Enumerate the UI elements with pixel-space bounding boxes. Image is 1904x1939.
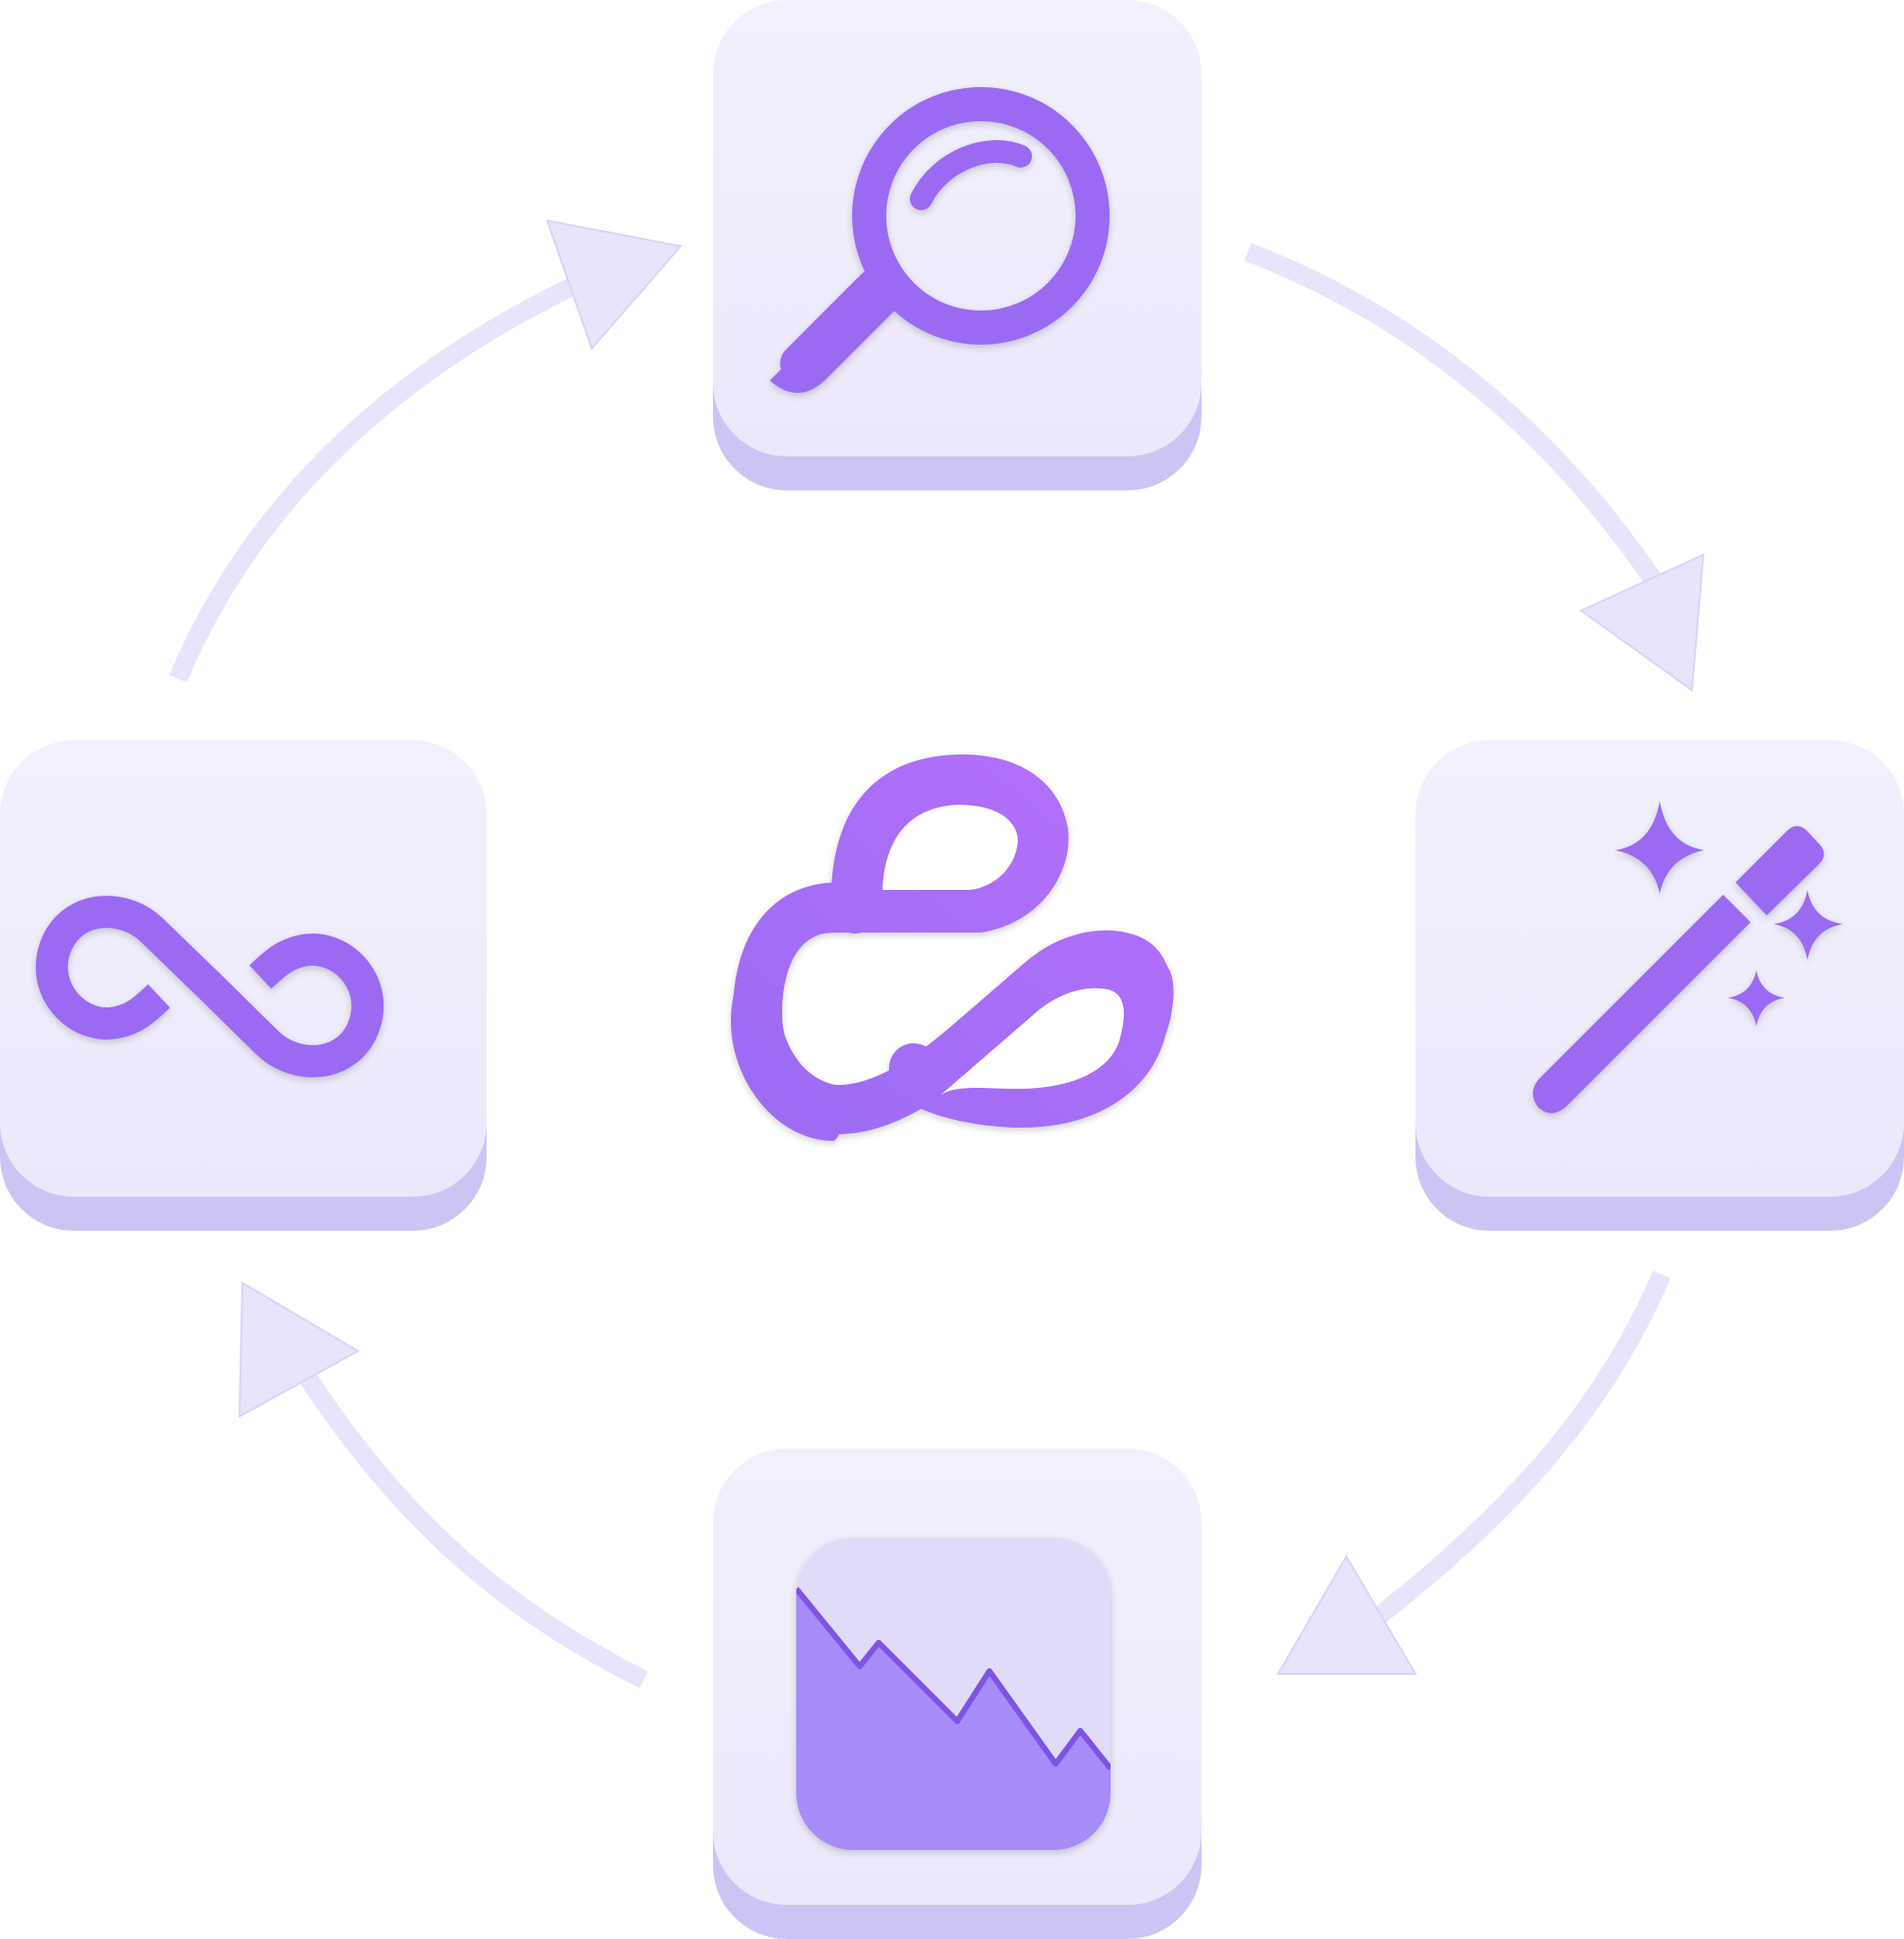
arrow-infinity-to-search — [169, 219, 683, 683]
area-chart-icon — [796, 1538, 1111, 1850]
magic-wand-icon — [1533, 801, 1843, 1113]
step-tile-search[interactable] — [713, 0, 1201, 490]
arrow-chart-to-infinity — [238, 1281, 649, 1688]
step-tile-loop[interactable] — [0, 740, 487, 1231]
flow-arrows — [169, 219, 1705, 1688]
arrow-wand-to-chart — [1276, 1271, 1671, 1675]
sparkle-large-icon — [1615, 801, 1704, 894]
arrow-search-to-wand — [1244, 242, 1705, 692]
step-tile-analyze[interactable] — [713, 1449, 1201, 1939]
step-tile-enhance[interactable] — [1415, 740, 1904, 1231]
magnifier-icon — [770, 87, 1110, 393]
infinity-icon — [35, 896, 384, 1077]
sparkle-small-icon — [1728, 970, 1785, 1026]
brand-logo-icon — [730, 754, 1174, 1141]
sparkle-medium-icon — [1773, 890, 1843, 960]
